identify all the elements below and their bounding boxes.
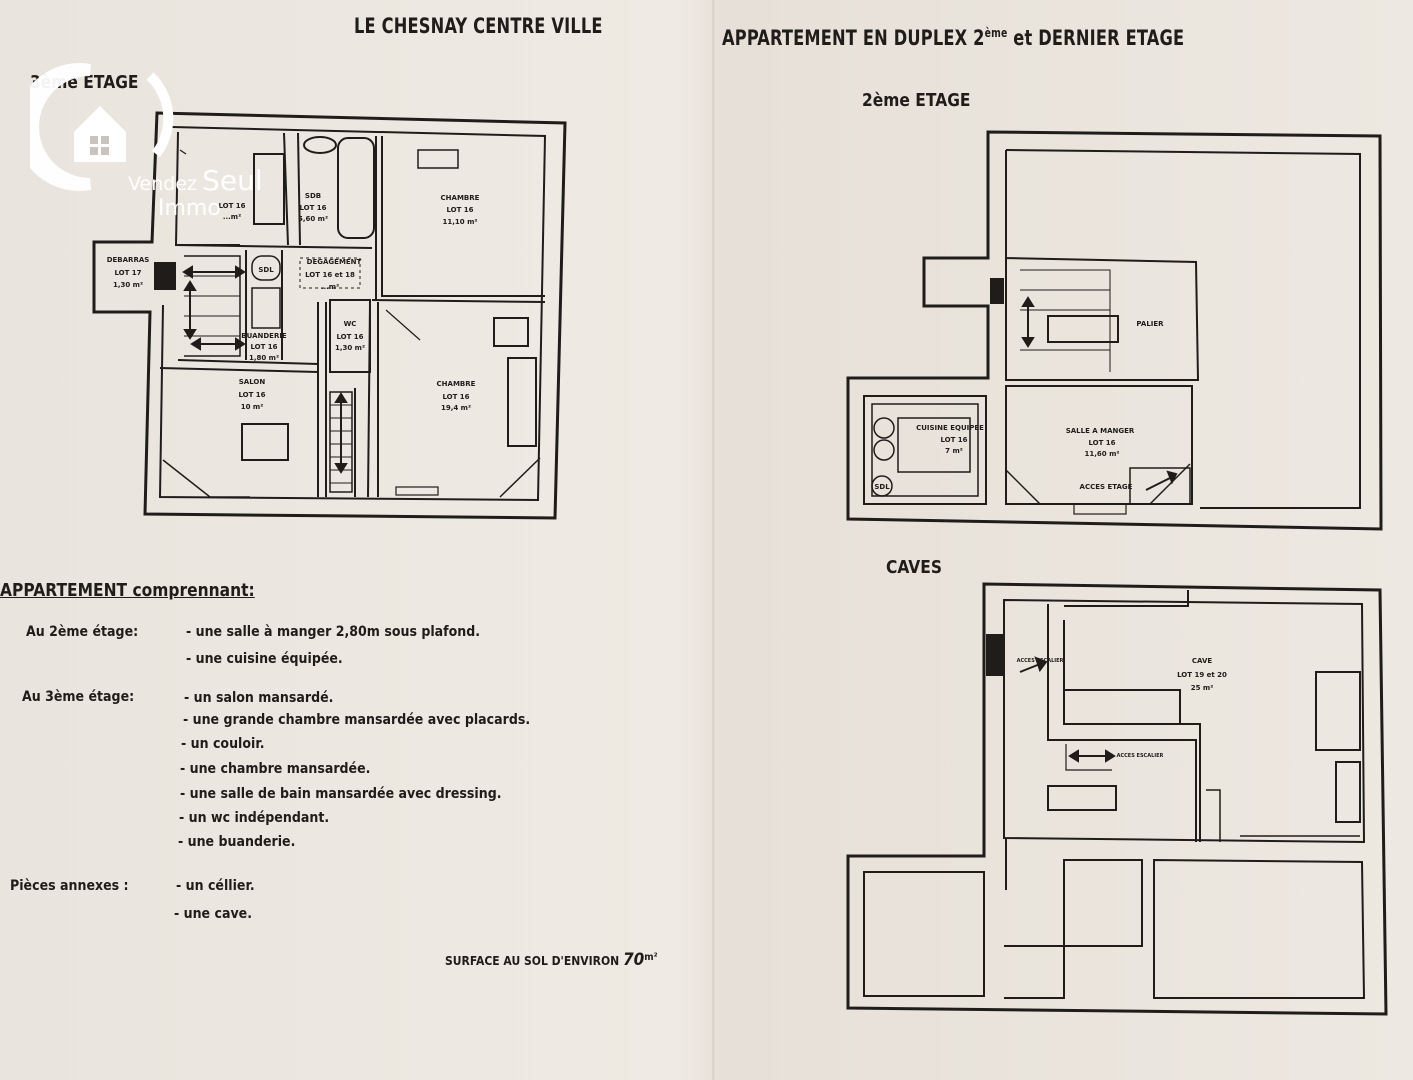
floor3-room-4-name: DEGAGEMENT: [307, 258, 362, 266]
annex-item-0: - un céllier.: [176, 878, 255, 894]
floor3-room-7-name: WC: [344, 320, 357, 328]
logo-line2: Immo: [158, 196, 221, 221]
surface-unit: m²: [644, 952, 658, 963]
floor2-room-2-name: SALLE A MANGER: [1066, 427, 1135, 435]
floor2-room-1-name: CUISINE EQUIPEE: [916, 424, 984, 432]
floor2-room-0-name: PALIER: [1136, 320, 1164, 328]
logo-line1: Vendez Seul: [128, 164, 263, 197]
floor2-room-2-lot: LOT 16: [1088, 439, 1115, 447]
floor3-room-8-area: 10 m²: [241, 403, 264, 411]
floor3-desc-item-5: - un wc indépendant.: [179, 810, 330, 826]
floor3-room-6-area: 1,80 m²: [249, 354, 279, 362]
floor3-room-9-area: 19,4 m²: [441, 404, 471, 412]
floor3-room-3-name: CHAMBRE: [441, 194, 480, 202]
surface-value: 70: [622, 950, 645, 970]
cave-room-1-name: ACCES ESCALIER: [1017, 658, 1064, 664]
floor3-room-9-name: CHAMBRE: [437, 380, 476, 388]
logo-vendez: Vendez: [128, 173, 197, 195]
vendez-seul-immo-logo: Vendez Seul Immo: [30, 62, 270, 232]
floor3-desc-item-1: - une grande chambre mansardée avec plac…: [183, 712, 531, 728]
title-right-sup: ème: [984, 26, 1008, 40]
title-right: APPARTEMENT EN DUPLEX 2ème et DERNIER ET…: [722, 26, 1184, 50]
floor3-room-0-lot: LOT 17: [114, 269, 141, 277]
floor3-room-1-lot: LOT 16: [299, 204, 326, 212]
floor3-room-6-name: BUANDERIE: [241, 332, 287, 340]
title-left: LE CHESNAY CENTRE VILLE: [354, 14, 603, 38]
floor2-desc-item-1: - une cuisine équipée.: [186, 651, 343, 667]
floor3-room-7-lot: LOT 16: [336, 333, 363, 341]
surface-prefix: SURFACE AU SOL D'ENVIRON: [445, 954, 623, 968]
floor3-desc-item-4: - une salle de bain mansardée avec dress…: [180, 786, 502, 802]
floor3-room-1-area: 5,60 m²: [298, 215, 328, 223]
cave-room-2-name: ACCES ESCALIER: [1117, 753, 1164, 759]
floor2-label: 2ème ETAGE: [862, 90, 971, 111]
floor3-room-2-lot: LOT 16: [218, 202, 245, 210]
floor2-room-1-lot: LOT 16: [940, 436, 967, 444]
floor3-room-4-area: ...m²: [321, 283, 339, 291]
floor3-room-8-name: SALON: [239, 378, 266, 386]
floor3-desc-item-2: - un couloir.: [181, 736, 265, 752]
floor3-room-3-lot: LOT 16: [446, 206, 473, 214]
caves-label: CAVES: [886, 557, 942, 578]
title-right-b: et DERNIER ETAGE: [1007, 26, 1185, 50]
floor3-room-0-name: DEBARRAS: [107, 256, 150, 264]
floor3-desc-item-0: - un salon mansardé.: [184, 690, 334, 706]
cave-room-0-name: CAVE: [1192, 657, 1212, 665]
floor3-desc-item-6: - une buanderie.: [178, 834, 296, 850]
floor2-room-4-name: SDL: [874, 483, 890, 491]
annex-item-1: - une cave.: [174, 906, 253, 922]
floor3-room-4-lot: LOT 16 et 18: [305, 271, 355, 279]
floor3-room-9-lot: LOT 16: [442, 393, 469, 401]
cave-room-0-lot: LOT 19 et 20: [1177, 671, 1227, 679]
floor3-room-3-area: 11,10 m²: [443, 218, 478, 226]
cave-room-0-area: 25 m²: [1191, 684, 1214, 692]
house-icon: [30, 63, 174, 191]
annex-label: Pièces annexes :: [10, 878, 129, 894]
title-right-a: APPARTEMENT EN DUPLEX 2: [722, 26, 985, 50]
floor3-desc-label: Au 3ème étage:: [22, 689, 135, 705]
floor2-desc-item-0: - une salle à manger 2,80m sous plafond.: [186, 624, 481, 640]
floor3-room-8-lot: LOT 16: [238, 391, 265, 399]
floor2-room-1-area: 7 m²: [945, 447, 963, 455]
floor2-room-3-name: ACCES ETAGE: [1080, 483, 1133, 491]
surface-line: SURFACE AU SOL D'ENVIRON 70m²: [445, 950, 658, 970]
floor3-room-7-area: 1,30 m²: [335, 344, 365, 352]
floor2-room-2-area: 11,60 m²: [1085, 450, 1120, 458]
floor3-desc-item-3: - une chambre mansardée.: [180, 761, 371, 777]
floor3-room-5-name: SDL: [258, 266, 274, 274]
page-fold: [712, 0, 715, 1080]
logo-seul: Seul: [202, 164, 263, 197]
floor3-room-1-name: SDB: [305, 192, 321, 200]
floor3-room-2-area: ...m²: [223, 213, 241, 221]
floor3-room-6-lot: LOT 16: [250, 343, 277, 351]
floor2-desc-label: Au 2ème étage:: [26, 624, 139, 640]
floor3-room-0-area: 1,30 m²: [113, 281, 143, 289]
description-heading: APPARTEMENT comprennant:: [0, 580, 255, 601]
